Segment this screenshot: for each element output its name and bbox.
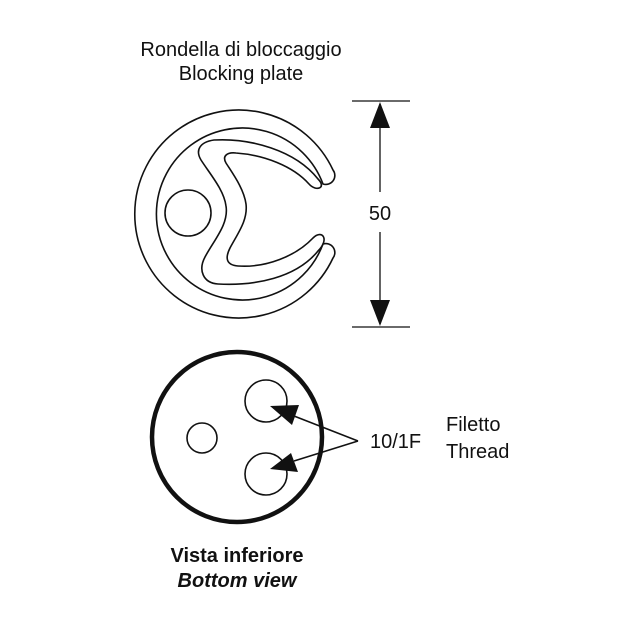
dimension-value: 50 <box>369 203 391 225</box>
thread-leader-bottom <box>293 440 359 462</box>
bottom-view-small-hole <box>186 422 218 454</box>
bottom-view-thread-hole-bottom <box>244 452 288 496</box>
bottom-view-caption-it: Vista inferiore <box>170 545 303 567</box>
bottom-view-thread-hole-top <box>244 379 288 423</box>
thread-label-en: Thread <box>446 441 509 463</box>
bottom-view-caption-en: Bottom view <box>178 570 298 592</box>
thread-label-it: Filetto <box>446 414 500 436</box>
thread-arrow-bottom <box>270 453 298 472</box>
blocking-plate-title-it: Rondella di bloccaggio <box>140 39 341 61</box>
bottom-view-outer-circle <box>149 349 325 525</box>
blocking-plate-outer-contour <box>134 109 336 319</box>
blocking-plate-inner-cutout <box>197 139 325 286</box>
thread-arrow-top <box>270 405 299 425</box>
dimension-arrow-up <box>370 102 390 128</box>
thread-spec: 10/1F <box>370 431 421 453</box>
blocking-plate-hole <box>164 189 212 237</box>
blocking-plate-title-en: Blocking plate <box>179 63 304 85</box>
thread-leader-top <box>293 415 359 442</box>
dimension-arrow-down <box>370 300 390 326</box>
